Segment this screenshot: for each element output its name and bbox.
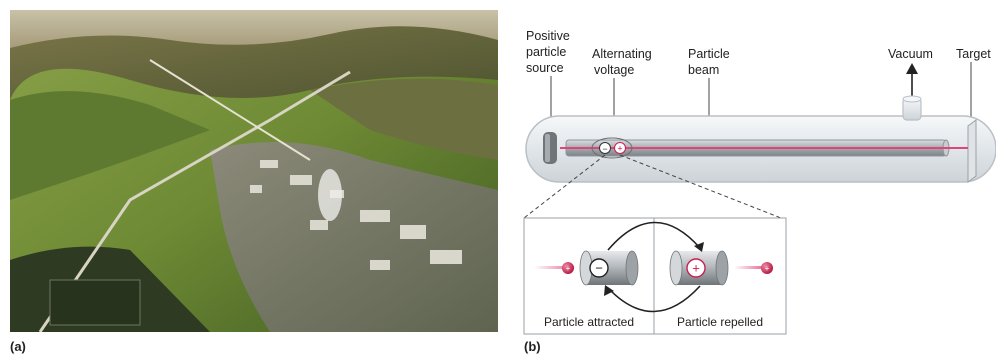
top-switch-arrowhead — [694, 242, 704, 252]
left-cylinder-minus-sign: − — [595, 261, 603, 276]
label-beam-line1: Particle — [688, 47, 730, 61]
bottom-switch-arrow — [607, 285, 701, 313]
label-target: Target — [956, 47, 991, 61]
plus-electrode — [614, 142, 626, 154]
panel-b-label: (b) — [524, 339, 541, 354]
right-particle — [761, 262, 773, 274]
label-beam-line2: beam — [688, 63, 719, 77]
label-vacuum: Vacuum — [888, 47, 933, 61]
inset-box — [523, 217, 787, 335]
target-plate — [967, 119, 977, 183]
left-cylinder-end — [625, 250, 639, 286]
left-particle-trail — [534, 266, 574, 269]
aerial-landscape-illustration — [10, 10, 498, 332]
top-switch-arrow — [607, 221, 701, 251]
right-cylinder-face — [669, 250, 683, 286]
right-cylinder-plus-sign: + — [692, 261, 700, 276]
vacuum-port-opening — [902, 95, 922, 103]
minus-electrode — [599, 142, 611, 154]
caption-particle-repelled: Particle repelled — [677, 315, 763, 329]
label-voltage-line1: Alternating — [592, 47, 652, 61]
plus-electrode-sign: + — [617, 144, 622, 154]
zoom-line-right — [619, 154, 782, 219]
minus-electrode-sign: − — [602, 144, 607, 154]
label-source-line3: source — [526, 61, 564, 75]
label-source-line1: Positive — [526, 29, 570, 43]
linear-accelerator-diagram: Positive particle source Alternating vol… — [523, 29, 996, 335]
aerial-photo — [10, 10, 498, 332]
right-cylinder-end — [715, 250, 729, 286]
right-cylinder-plus-badge — [686, 258, 706, 278]
left-particle-sign: + — [566, 264, 571, 273]
left-particle — [562, 262, 574, 274]
vacuum-arrow-head — [906, 63, 918, 74]
label-source-line2: particle — [526, 45, 566, 59]
zoom-line-left — [523, 154, 606, 219]
bottom-switch-arrowhead — [604, 285, 614, 296]
right-particle-sign: + — [765, 264, 770, 273]
left-cylinder-minus-badge — [589, 258, 609, 278]
particle-source-highlight — [545, 134, 550, 162]
label-voltage-line2: voltage — [594, 63, 634, 77]
right-particle-trail — [734, 266, 764, 269]
panel-a-label: (a) — [10, 339, 26, 354]
electrode-highlight-ring — [591, 137, 633, 159]
caption-particle-attracted: Particle attracted — [544, 315, 634, 329]
